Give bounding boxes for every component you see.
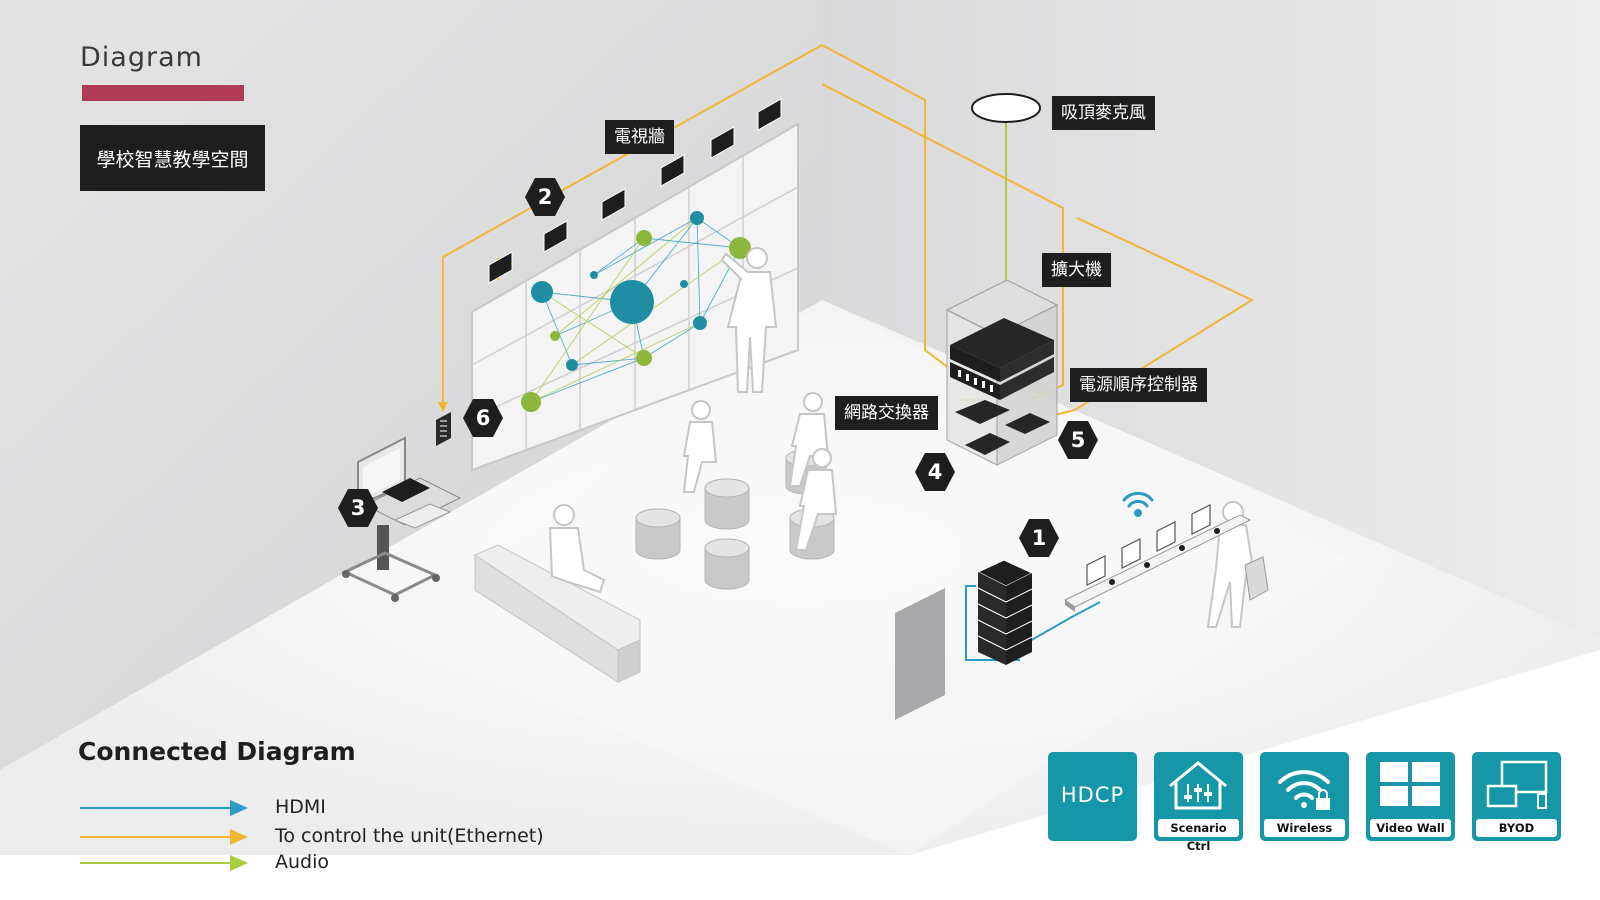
left-wall: [0, 0, 822, 770]
label-power-sequencer: 電源順序控制器: [1070, 368, 1207, 402]
floor-shadow: [400, 300, 1350, 855]
legend-label: Audio: [275, 851, 330, 873]
podium-cart: [341, 436, 462, 602]
feature-hdcp: HDCP: [1048, 752, 1137, 841]
subtitle-text: 學校智慧教學空間: [96, 148, 249, 171]
wifi-lock-icon: [1278, 770, 1330, 810]
right-wall: [822, 0, 1600, 640]
laptop-desk: [1064, 504, 1269, 612]
house-sliders-icon: [1169, 761, 1227, 810]
legend-item-audio: Audio: [80, 850, 550, 876]
feature-label: Wireless: [1264, 819, 1345, 837]
sofa: [473, 544, 641, 683]
feature-label: Video Wall: [1370, 819, 1451, 837]
page-title: Diagram: [80, 42, 203, 73]
label-ceiling-mic: 吸頂麥克風: [1052, 96, 1155, 130]
label-tv-wall: 電視牆: [605, 120, 674, 154]
title-accent-bar: [82, 85, 244, 101]
hdmi-arrow-icon: [80, 800, 248, 816]
label-network-switch: 網路交換器: [835, 396, 938, 430]
door: [895, 588, 945, 720]
feature-label: BYOD: [1476, 819, 1557, 837]
badge-4: 4: [915, 453, 955, 491]
seated-figure-2: [788, 392, 830, 487]
legend-label: To control the unit(Ethernet): [275, 825, 544, 847]
subtitle-box: 學校智慧教學空間: [80, 125, 265, 191]
hdmi-wiring: [965, 585, 1101, 661]
legend-label: HDMI: [275, 796, 326, 818]
cameras: [488, 98, 782, 284]
wall-control-panel: [436, 412, 451, 446]
audio-arrow-icon: [80, 855, 248, 871]
hdcp-icon: HDCP: [1060, 783, 1125, 807]
seated-figure-3: [794, 448, 838, 551]
feature-byod: BYOD: [1472, 752, 1561, 841]
server-stack: [976, 559, 1034, 665]
presenter-figure: [720, 247, 778, 393]
legend-item-ethernet: To control the unit(Ethernet): [80, 824, 550, 850]
feature-wireless: Wireless: [1260, 752, 1349, 841]
sofa-figure: [548, 504, 606, 594]
grid-icon: [1380, 762, 1440, 806]
legend-title: Connected Diagram: [78, 737, 356, 766]
chair: [1244, 556, 1269, 601]
feature-scenario-ctrl: Scenario Ctrl: [1154, 752, 1243, 853]
label-amplifier: 擴大機: [1042, 253, 1111, 287]
feature-video-wall: Video Wall: [1366, 752, 1455, 841]
equipment-rack: [945, 279, 1059, 466]
ceiling-mic-device: [971, 93, 1041, 123]
badge-2: 2: [525, 178, 565, 216]
people: [548, 247, 1256, 628]
legend-item-hdmi: HDMI: [80, 795, 550, 821]
ethernet-arrow-icon: [80, 829, 248, 845]
seated-figure-1: [682, 400, 718, 493]
devices-icon: [1486, 760, 1548, 809]
wifi-signal-icon: [1122, 491, 1154, 517]
feature-label: Scenario Ctrl: [1158, 819, 1239, 853]
